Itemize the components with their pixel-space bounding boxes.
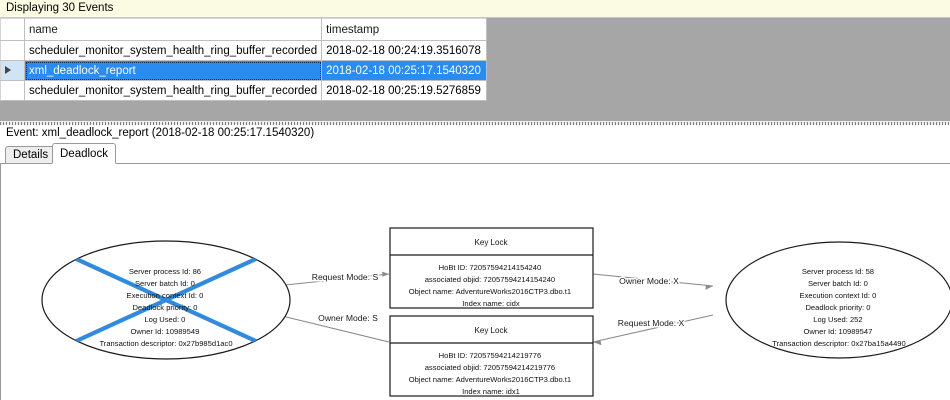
cell-name[interactable]: scheduler_monitor_system_health_ring_buf… [23, 40, 323, 61]
resource-node-top-shape[interactable] [389, 227, 594, 309]
edge-label-owner-mode-s: Owner Mode: S [318, 313, 378, 323]
edge-labels: Request Mode: S Owner Mode: X Owner Mode… [310, 271, 686, 330]
process-node-right-shape[interactable] [725, 241, 950, 359]
process-left-line-3: Deadlock priority: 0 [132, 303, 197, 312]
process-left-line-0: Server process Id: 86 [129, 267, 201, 276]
resource-bottom-line-2: Object name: AdventureWorks2016CTP3.dbo.… [409, 375, 571, 384]
edge-label-request-mode-s: Request Mode: S [312, 272, 379, 282]
process-left-line-5: Owner Id: 10989549 [131, 327, 200, 336]
resource-top-line-0: HoBt ID: 72057594214154240 [439, 263, 542, 272]
resource-bottom-line-1: associated objid: 72057594214219776 [425, 363, 555, 372]
row-selector-cell[interactable] [0, 40, 25, 61]
cell-timestamp[interactable]: 2018-02-18 00:25:17.1540320 [321, 60, 488, 81]
resource-top-line-2: Object name: AdventureWorks2016CTP3.dbo.… [409, 287, 571, 296]
victim-cross-marker-icon [60, 250, 272, 350]
process-right-line-6: Transaction descriptor: 0x27ba15a4490 [772, 339, 906, 348]
process-left-line-2: Execution context Id: 0 [127, 291, 204, 300]
process-node-left: Server process Id: 86 Server batch Id: 0… [41, 240, 291, 360]
process-left-line-4: Log Used: 0 [144, 315, 185, 324]
column-header-timestamp[interactable]: timestamp [321, 18, 488, 41]
process-left-line-6: Transaction descriptor: 0x27b985d1ac0 [99, 339, 232, 348]
column-header-selector[interactable] [0, 18, 25, 41]
row-selector-cell[interactable] [0, 60, 25, 81]
process-right-line-0: Server process Id: 58 [802, 267, 874, 276]
horizontal-splitter[interactable] [0, 121, 950, 125]
resource-top-line-1: associated objid: 72057594214154240 [425, 275, 555, 284]
table-row-selected[interactable]: xml_deadlock_report 2018-02-18 00:25:17.… [0, 60, 488, 81]
table-row[interactable]: scheduler_monitor_system_health_ring_buf… [0, 40, 488, 61]
cell-timestamp[interactable]: 2018-02-18 00:25:19.5276859 [321, 80, 488, 101]
edge-label-owner-mode-x: Owner Mode: X [619, 276, 679, 286]
resource-node-top: Key Lock HoBt ID: 72057594214154240 asso… [389, 227, 594, 309]
edge-left-request-top [275, 271, 390, 287]
tab-deadlock[interactable]: Deadlock [52, 143, 116, 164]
events-grid[interactable]: name timestamp scheduler_monitor_system_… [0, 18, 950, 121]
edge-top-owner-right [592, 273, 714, 290]
edge-label-request-mode-x: Request Mode: X [618, 318, 685, 328]
event-caption: Event: xml_deadlock_report (2018-02-18 0… [0, 125, 950, 143]
svg-text:HoBt ID: 72057594214219776: HoBt ID: 72057594214219776 associated ob… [409, 351, 574, 396]
resource-node-bottom-shape[interactable] [389, 315, 594, 397]
deadlock-graph-canvas[interactable]: Server process Id: 86 Server batch Id: 0… [0, 164, 950, 400]
table-header-row: name timestamp [0, 18, 488, 41]
svg-text:HoBt ID: 72057594214154240: HoBt ID: 72057594214154240 associated ob… [409, 263, 574, 308]
cell-name[interactable]: xml_deadlock_report [23, 60, 323, 81]
process-right-line-5: Owner Id: 10989547 [804, 327, 873, 336]
row-selector-cell[interactable] [0, 80, 25, 101]
cell-name[interactable]: scheduler_monitor_system_health_ring_buf… [23, 80, 323, 101]
resource-node-bottom: Key Lock HoBt ID: 72057594214219776 asso… [389, 315, 594, 397]
process-right-line-2: Execution context Id: 0 [800, 291, 877, 300]
process-node-right: Server process Id: 58 Server batch Id: 0… [725, 241, 950, 359]
process-right-line-3: Deadlock priority: 0 [805, 303, 870, 312]
tab-strip: Details Deadlock [0, 143, 950, 164]
events-count-banner: Displaying 30 Events [0, 0, 950, 18]
svg-text:Server process Id: 58: Server process Id: 58 Server batch Id: 0… [772, 267, 906, 348]
cell-timestamp[interactable]: 2018-02-18 00:24:19.3516078 [321, 40, 488, 61]
process-left-line-1: Server batch Id: 0 [135, 279, 195, 288]
resource-node-bottom-title: Key Lock [475, 326, 509, 335]
resource-top-line-3: Index name: cidx [462, 299, 520, 308]
column-header-name[interactable]: name [23, 18, 323, 41]
resource-bottom-line-0: HoBt ID: 72057594214219776 [439, 351, 542, 360]
process-right-line-4: Log Used: 252 [813, 315, 862, 324]
row-selector-triangle-icon [5, 66, 11, 75]
edge-right-request-bottom [592, 314, 714, 346]
events-table[interactable]: name timestamp scheduler_monitor_system_… [0, 18, 488, 101]
svg-text:Server process Id: 86: Server process Id: 86 Server batch Id: 0… [99, 267, 232, 348]
table-row[interactable]: scheduler_monitor_system_health_ring_buf… [0, 80, 488, 101]
resource-node-top-title: Key Lock [475, 238, 509, 247]
resource-bottom-line-3: Index name: idx1 [462, 387, 520, 396]
process-right-line-1: Server batch Id: 0 [808, 279, 868, 288]
tab-details[interactable]: Details [5, 146, 57, 164]
